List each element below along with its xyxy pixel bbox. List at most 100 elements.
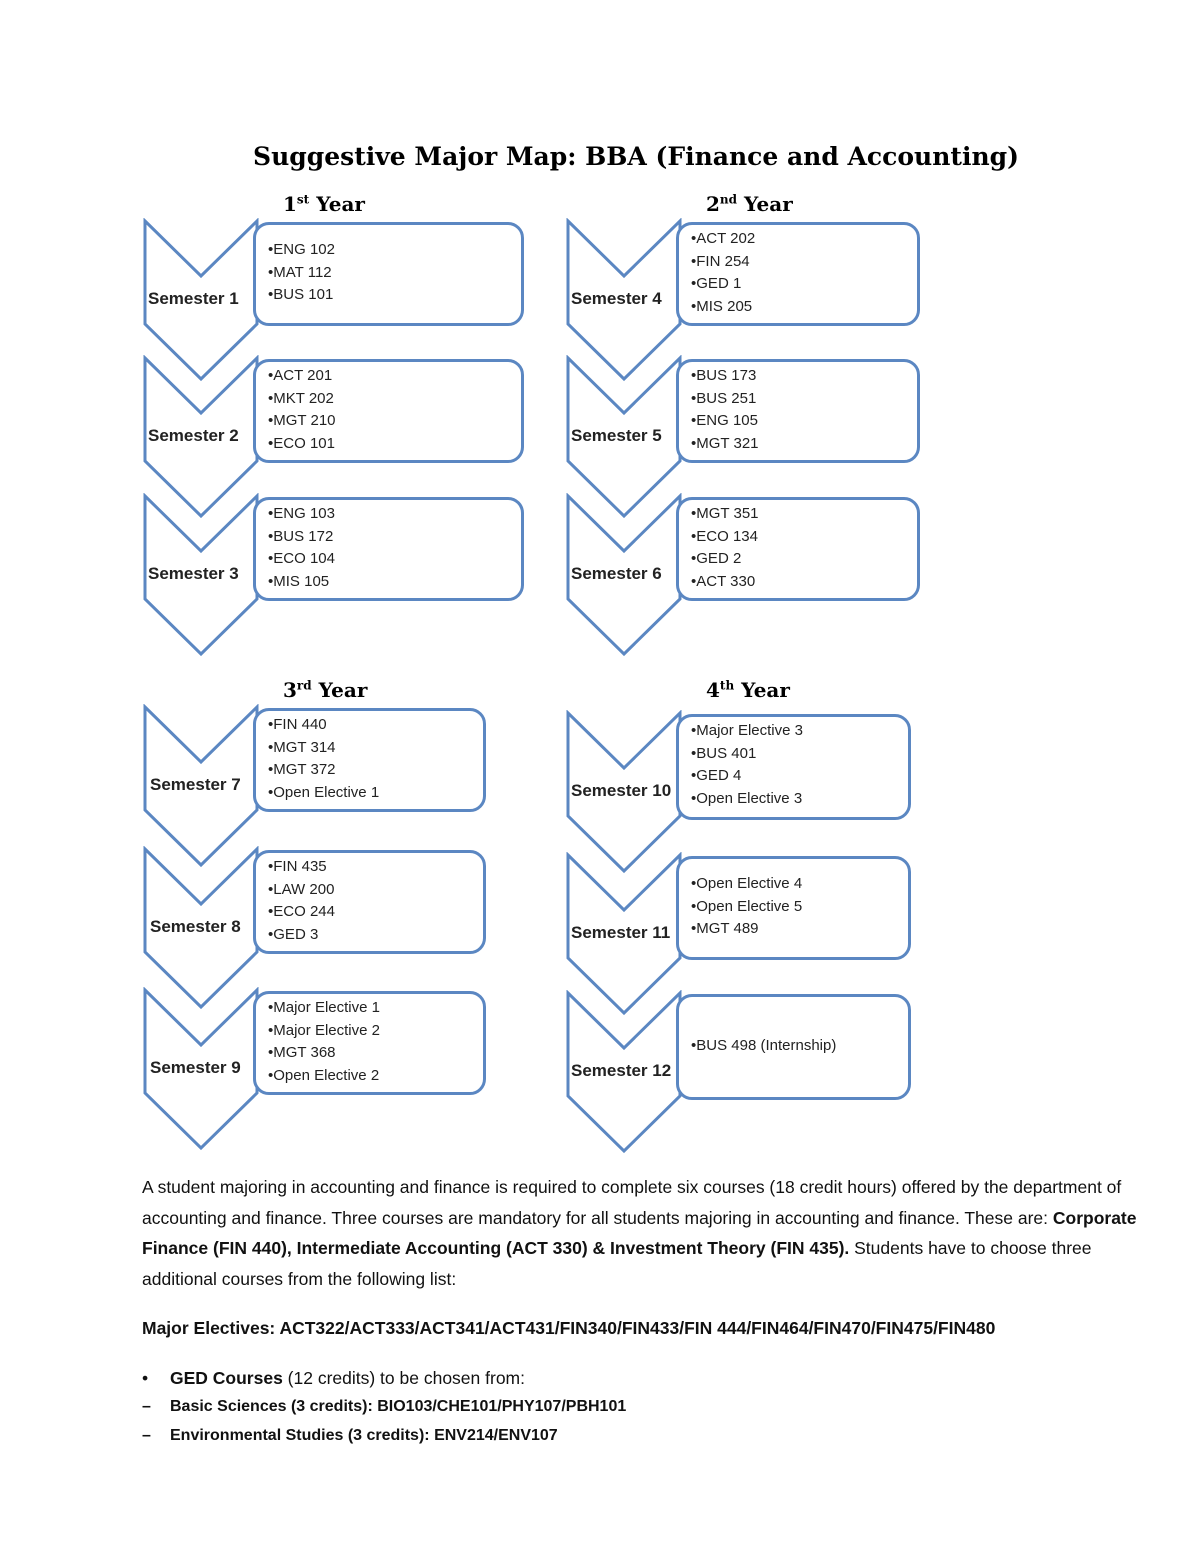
course-item: Open Elective 4 bbox=[691, 873, 908, 896]
course-item: MGT 321 bbox=[691, 433, 917, 456]
course-box: Open Elective 4Open Elective 5MGT 489 bbox=[676, 856, 911, 960]
semester-label: Semester 1 bbox=[148, 289, 239, 308]
course-box: Major Elective 1Major Elective 2MGT 368O… bbox=[253, 991, 486, 1095]
course-item: BUS 251 bbox=[691, 388, 917, 411]
course-item: Open Elective 3 bbox=[691, 788, 908, 811]
course-item: LAW 200 bbox=[268, 879, 483, 902]
course-item: Open Elective 1 bbox=[268, 782, 483, 805]
course-list: BUS 173BUS 251ENG 105MGT 321 bbox=[679, 362, 917, 455]
course-item: Open Elective 5 bbox=[691, 896, 908, 919]
course-item: ECO 244 bbox=[268, 901, 483, 924]
semester-label: Semester 10 bbox=[571, 781, 672, 800]
semester-block-10: Major Elective 3BUS 401GED 4Open Electiv… bbox=[565, 710, 985, 880]
course-box: ENG 103BUS 172ECO 104MIS 105 bbox=[253, 497, 524, 601]
course-item: BUS 173 bbox=[691, 365, 917, 388]
page-title: Suggestive Major Map: BBA (Finance and A… bbox=[253, 142, 1019, 171]
course-item: Major Elective 3 bbox=[691, 720, 908, 743]
chevron-down-icon bbox=[143, 704, 259, 868]
chevron-down-icon bbox=[143, 493, 259, 657]
semester-label: Semester 5 bbox=[571, 426, 662, 445]
semester-block-12: BUS 498 (Internship) Semester 12 bbox=[565, 990, 985, 1160]
course-item: BUS 401 bbox=[691, 743, 908, 766]
semester-label: Semester 12 bbox=[571, 1061, 672, 1080]
chevron-down-icon bbox=[566, 852, 682, 1016]
chevron-down-icon bbox=[566, 710, 682, 874]
course-list: Major Elective 1Major Elective 2MGT 368O… bbox=[256, 994, 483, 1087]
semester-label: Semester 8 bbox=[150, 917, 241, 936]
year-heading-3: 3rd Year bbox=[283, 678, 368, 702]
course-item: GED 4 bbox=[691, 765, 908, 788]
course-box: FIN 435LAW 200ECO 244GED 3 bbox=[253, 850, 486, 954]
course-item: ENG 103 bbox=[268, 503, 521, 526]
semester-label: Semester 7 bbox=[150, 775, 241, 794]
course-item: MIS 105 bbox=[268, 571, 521, 594]
course-item: ACT 202 bbox=[691, 228, 917, 251]
course-item: MGT 314 bbox=[268, 737, 483, 760]
course-list: BUS 498 (Internship) bbox=[679, 997, 908, 1058]
course-item: MAT 112 bbox=[268, 262, 521, 285]
chevron-down-icon bbox=[143, 218, 259, 382]
course-item: BUS 172 bbox=[268, 526, 521, 549]
semester-block-9: Major Elective 1Major Elective 2MGT 368O… bbox=[142, 987, 562, 1157]
course-list: ACT 201MKT 202MGT 210ECO 101 bbox=[256, 362, 521, 455]
course-item: GED 3 bbox=[268, 924, 483, 947]
semester-label: Semester 3 bbox=[148, 564, 239, 583]
course-item: Major Elective 1 bbox=[268, 997, 483, 1020]
course-item: FIN 440 bbox=[268, 714, 483, 737]
course-item: MGT 489 bbox=[691, 918, 908, 941]
course-list: ENG 103BUS 172ECO 104MIS 105 bbox=[256, 500, 521, 593]
course-item: MGT 372 bbox=[268, 759, 483, 782]
course-box: BUS 173BUS 251ENG 105MGT 321 bbox=[676, 359, 920, 463]
chevron-down-icon bbox=[566, 990, 682, 1154]
course-list: FIN 435LAW 200ECO 244GED 3 bbox=[256, 853, 483, 946]
semester-label: Semester 2 bbox=[148, 426, 239, 445]
course-item: ACT 201 bbox=[268, 365, 521, 388]
course-box: ACT 201MKT 202MGT 210ECO 101 bbox=[253, 359, 524, 463]
course-item: ECO 104 bbox=[268, 548, 521, 571]
major-electives: Major Electives: ACT322/ACT333/ACT341/AC… bbox=[142, 1318, 996, 1338]
description-paragraph: A student majoring in accounting and fin… bbox=[142, 1177, 1137, 1289]
course-item: MGT 368 bbox=[268, 1042, 483, 1065]
course-item: MGT 210 bbox=[268, 410, 521, 433]
chevron-down-icon bbox=[143, 846, 259, 1010]
course-item: FIN 254 bbox=[691, 251, 917, 274]
ged-courses-line: •GED Courses (12 credits) to be chosen f… bbox=[142, 1368, 526, 1388]
course-box: MGT 351ECO 134GED 2ACT 330 bbox=[676, 497, 920, 601]
chevron-down-icon bbox=[143, 987, 259, 1151]
course-item: ENG 105 bbox=[691, 410, 917, 433]
ged-item-environmental-studies: –Environmental Studies (3 credits): ENV2… bbox=[142, 1427, 558, 1444]
course-item: ECO 134 bbox=[691, 526, 917, 549]
course-item: GED 1 bbox=[691, 273, 917, 296]
course-item: BUS 101 bbox=[268, 284, 521, 307]
bullet-icon: • bbox=[142, 1368, 149, 1388]
year-heading-1: 1st Year bbox=[283, 192, 365, 216]
course-list: Major Elective 3BUS 401GED 4Open Electiv… bbox=[679, 717, 908, 810]
course-list: ENG 102MAT 112BUS 101 bbox=[256, 225, 521, 307]
course-item: MIS 205 bbox=[691, 296, 917, 319]
course-list: MGT 351ECO 134GED 2ACT 330 bbox=[679, 500, 917, 593]
course-box: Major Elective 3BUS 401GED 4Open Electiv… bbox=[676, 714, 911, 820]
chevron-down-icon bbox=[566, 493, 682, 657]
semester-label: Semester 4 bbox=[571, 289, 662, 308]
chevron-down-icon bbox=[566, 218, 682, 382]
semester-block-11: Open Elective 4Open Elective 5MGT 489Sem… bbox=[565, 852, 985, 1022]
course-item: Open Elective 2 bbox=[268, 1065, 483, 1088]
course-box: ACT 202FIN 254GED 1MIS 205 bbox=[676, 222, 920, 326]
course-item: FIN 435 bbox=[268, 856, 483, 879]
course-item: BUS 498 (Internship) bbox=[691, 1035, 908, 1058]
course-box: BUS 498 (Internship) bbox=[676, 994, 911, 1100]
semester-label: Semester 9 bbox=[150, 1058, 241, 1077]
course-item: ENG 102 bbox=[268, 239, 521, 262]
chevron-down-icon bbox=[566, 355, 682, 519]
course-box: ENG 102MAT 112BUS 101 bbox=[253, 222, 524, 326]
ged-item-basic-sciences: –Basic Sciences (3 credits): BIO103/CHE1… bbox=[142, 1398, 627, 1415]
course-list: Open Elective 4Open Elective 5MGT 489 bbox=[679, 859, 908, 941]
course-item: MKT 202 bbox=[268, 388, 521, 411]
mandatory-courses: Corporate Finance (FIN 440), Intermediat… bbox=[142, 1207, 1137, 1259]
course-list: FIN 440MGT 314MGT 372Open Elective 1 bbox=[256, 711, 483, 804]
